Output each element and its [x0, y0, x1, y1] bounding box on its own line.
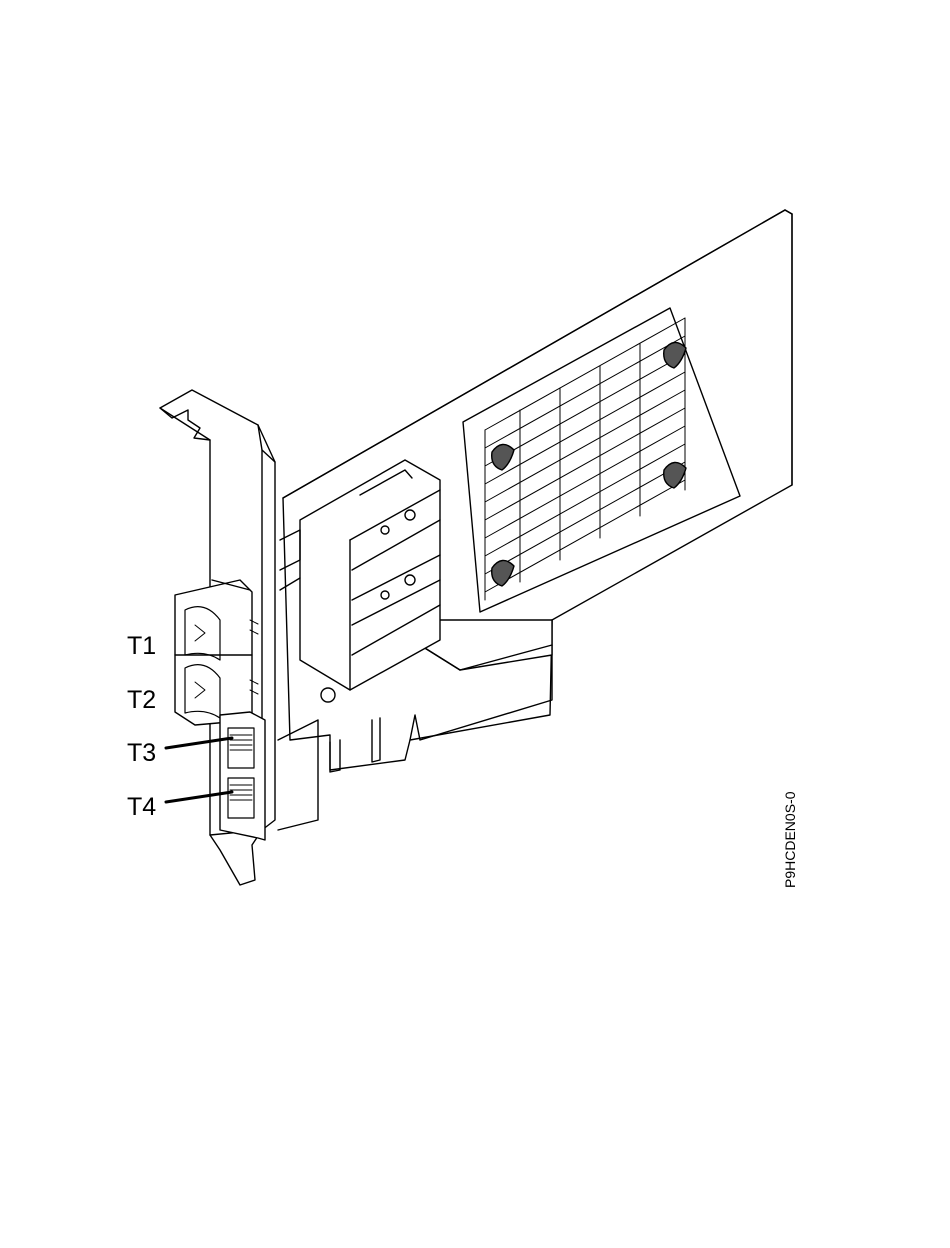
callout-t3: T3 — [127, 741, 156, 766]
callout-t2: T2 — [127, 688, 156, 713]
callout-t1: T1 — [127, 634, 156, 659]
figure-code: P9HCDEN0S-0 — [782, 792, 798, 888]
sfp-port-housing — [175, 580, 258, 725]
callout-t4: T4 — [127, 795, 156, 820]
rj45-port-housing — [220, 712, 265, 840]
